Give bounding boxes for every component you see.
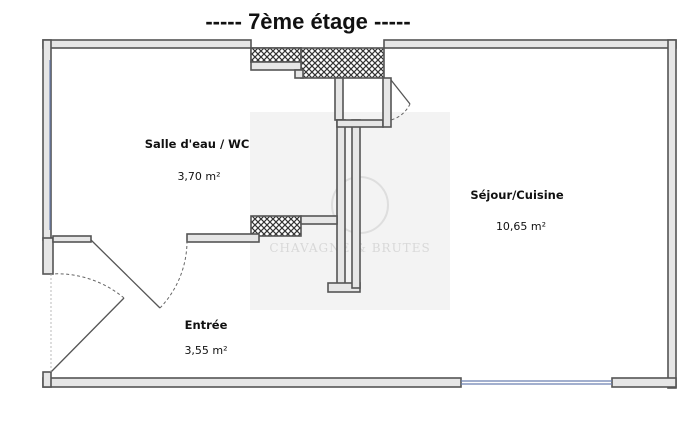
partition-top-stub xyxy=(334,77,344,121)
room-name: Entrée xyxy=(185,318,228,332)
wall-left-stub xyxy=(42,237,54,275)
partition-ledge xyxy=(336,119,384,128)
duct-shaft-middle xyxy=(250,215,338,237)
room-bathroom: Salle d'eau / WC 3,70 m² xyxy=(145,137,250,183)
watermark: CHAVAGNE & BRUTES xyxy=(250,112,450,310)
wall-right xyxy=(667,39,677,389)
outer-walls xyxy=(42,39,677,389)
duct-shaft-upper xyxy=(250,47,385,79)
cupboard-wall xyxy=(382,77,392,128)
bathroom-south-wall xyxy=(52,233,260,243)
partition-main xyxy=(336,119,346,289)
wall-top-right xyxy=(383,39,677,49)
wall-bottom-right xyxy=(611,377,677,388)
room-area: 10,65 m² xyxy=(496,220,546,233)
partition-right-side xyxy=(351,119,361,289)
floor-title: ----- 7ème étage ----- xyxy=(205,9,410,34)
windows xyxy=(49,60,612,385)
cupboard-door xyxy=(390,79,411,121)
room-name: Salle d'eau / WC xyxy=(145,137,250,151)
bathroom-door xyxy=(90,239,188,309)
room-name: Séjour/Cuisine xyxy=(470,188,564,202)
watermark-text: CHAVAGNE & BRUTES xyxy=(269,241,430,255)
wall-left-bottom xyxy=(42,371,52,388)
room-entrance: Entrée 3,55 m² xyxy=(184,318,227,357)
wall-bottom-left xyxy=(42,377,462,388)
room-area: 3,70 m² xyxy=(177,170,220,183)
wall-top-left xyxy=(42,39,252,49)
entrance-door xyxy=(50,273,125,373)
room-area: 3,55 m² xyxy=(184,344,227,357)
room-living-kitchen: Séjour/Cuisine 10,65 m² xyxy=(470,188,564,233)
partition-wall xyxy=(327,77,392,293)
